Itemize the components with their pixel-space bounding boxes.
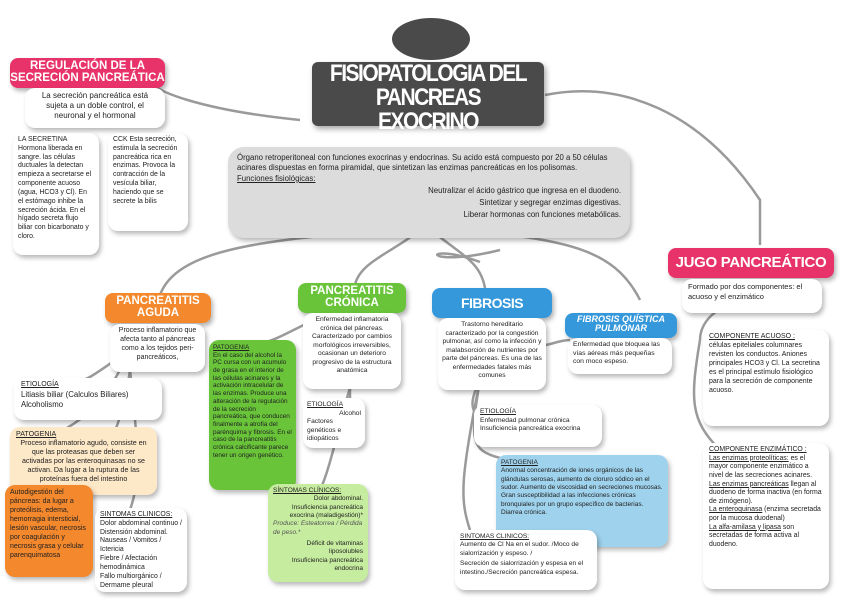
regulation-title: REGULACIÓN DE LA SECRECIÓN PANCREÁTICA [10,58,165,88]
cronica-sintomas-heading: SÍNTOMAS CLÍNICOS: [273,487,342,494]
cck-box: CCK Esta secreción, estimula la secreció… [108,133,188,231]
fibrosis-sintomas-box: SINTOMAS CLINICOS: Aumento de Cl Na en e… [455,530,597,590]
list-item: Fiebre / Afectación hemodinámica [100,555,158,571]
cronica-title: PANCREATITIS CRÓNICA [298,283,406,313]
enzimatico-item: La alfa-amilasa y lipasa son secretadas … [709,523,800,548]
function-item: Sintetizar y segregar enzimas digestivas… [479,197,621,207]
autodigestion-box: Autodigestión del páncreas: da lugar a p… [5,485,93,577]
cronica-patogenia-heading: PATOGENIA [213,344,250,351]
page-title: FISIOPATOLOGIA DEL PANCREAS EXOCRINO [312,61,544,133]
function-item: Liberar hormonas con funciones metabólic… [463,209,621,219]
list-item: Enfermedad pulmonar crónica [480,416,570,424]
acuoso-heading: COMPONENTE ACUOSO : [709,333,795,340]
fibrosis-title: FIBROSIS QUÍSTICA [432,288,552,341]
list-item: Dolor abdominal continuo / [100,519,182,527]
jugo-text: Formado por dos componentes: el acuoso y… [682,279,822,313]
list-item: Dermame pleural [100,581,153,589]
list-item: Factores genéticos e idiopáticos [307,418,342,443]
aguda-sintomas-box: SINTOMAS CLINICOS: Dolor abdominal conti… [95,508,187,592]
acuoso-box: COMPONENTE ACUOSO : células epiteliales … [703,330,829,426]
cronica-etiologia-heading: ETIOLOGÍA [307,401,344,408]
cronica-sintomas-box: SÍNTOMAS CLÍNICOS: Dolor abdominal. Insu… [268,484,368,582]
fibrosis-patogenia-heading: PATOGENIA [501,459,538,466]
acuoso-text: células epiteliales columnares revisten … [709,341,820,394]
list-item: Insuficiencia pancreática [291,503,363,511]
intro-box: Órgano retroperitoneal con funciones exo… [228,147,630,238]
list-item: Litiasis biliar (Calculos Biliares) [21,389,129,399]
list-item: Aumento de Cl Na en el sudor. /Moco de s… [460,541,579,557]
list-item: Insuficiencia pancreática endocrina [291,556,363,572]
list-item: Secreción de sialorrización y espesa en … [460,560,584,576]
aguda-etiologia-heading: ETIOLOGÍA [21,381,59,388]
list-item: Alcoholismo [21,399,64,409]
fibrosis-pulmonar-title: FIBROSIS QUÍSTICA PULMONAR [565,313,677,338]
aguda-patogenia-box: PATOGENIA Proceso inflamatorio agudo, co… [10,427,157,495]
list-item: exocrina (maladigestión)* [289,511,363,519]
enzimatico-item: La enteroquinasa (enzima secretada por l… [709,506,821,522]
fibrosis-patogenia-text: Anormal concentración de iones orgánicos… [501,467,663,516]
fibrosis-text: Trastorno hereditario caracterizado por … [438,318,546,390]
list-item: Insuficiencia pancreática exocrina [480,425,581,433]
secretina-box: LA SECRETINA Hormona liberada en sangre.… [13,133,99,255]
fibrosis-etiologia-heading: ETIOLOGÍA [480,408,517,415]
list-item: Nauseas / Vomitos / Ictericia [100,537,162,554]
cronica-patogenia-text: En el caso del alcohol la PC cursa con u… [213,351,292,459]
aguda-title: PANCREATITIS AGUDA [105,293,211,323]
list-item: Alcohol [339,409,361,417]
enzimatico-item: Las enzimas pancreáticas llegan al duode… [709,480,822,505]
fibrosis-sintomas-heading: SINTOMAS CLINICOS: [460,533,530,540]
cronica-text: Enfermedad inflamatoria crónica del pánc… [303,313,401,389]
aguda-etiologia-box: ETIOLOGÍA Litiasis biliar (Calculos Bili… [14,378,162,420]
regulation-text: La secreción pancreática está sujeta a u… [25,88,165,128]
aguda-text: Proceso inflamatorio que afecta tanto al… [110,324,205,372]
enzimatico-heading: COMPONENTE ENZIMÁTICO : [709,446,807,453]
function-item: Neutralizar el ácido gástrico que ingres… [428,185,621,195]
fibrosis-etiologia-box: ETIOLOGÍA Enfermedad pulmonar crónica In… [474,405,602,447]
cronica-patogenia-box: PATOGENIA En el caso del alcohol la PC c… [209,340,296,490]
aguda-sintomas-heading: SINTOMAS CLINICOS: [100,511,173,518]
enzimatico-item: Las enzimas proteolíticas: es el mayor c… [709,454,813,479]
list-item: Distensión abdominal. [100,528,168,536]
jugo-title: JUGO PANCREÁTICO [668,248,834,278]
title-banner [312,62,544,126]
cronica-etiologia-box: ETIOLOGÍA Alcohol Factores genéticos e i… [303,398,365,448]
enzimatico-box: COMPONENTE ENZIMÁTICO : Las enzimas prot… [703,443,829,589]
list-item: Déficit de vitaminas liposolubles [306,539,363,556]
list-item: Produce: Esteatorrea / Pérdida de peso.* [273,520,363,536]
intro-text: Órgano retroperitoneal con funciones exo… [237,153,608,172]
title-oval [392,18,470,60]
title-line-1: FISIOPATOLOGIA DEL PANCREAS [329,60,528,111]
list-item: Fallo multiorgánico / [100,572,162,580]
aguda-patogenia-heading: PATOGENIA [16,430,57,438]
fibrosis-pulmonar-text: Enfermedad que bloquea las vías aéreas m… [568,338,672,374]
aguda-patogenia-text: Proceso inflamatorio agudo, consiste en … [20,439,147,484]
title-line-2: EXOCRINO [377,108,480,135]
functions-heading: Funciones fisiológicas: [237,173,316,183]
list-item: Dolor abdominal. [313,495,363,503]
